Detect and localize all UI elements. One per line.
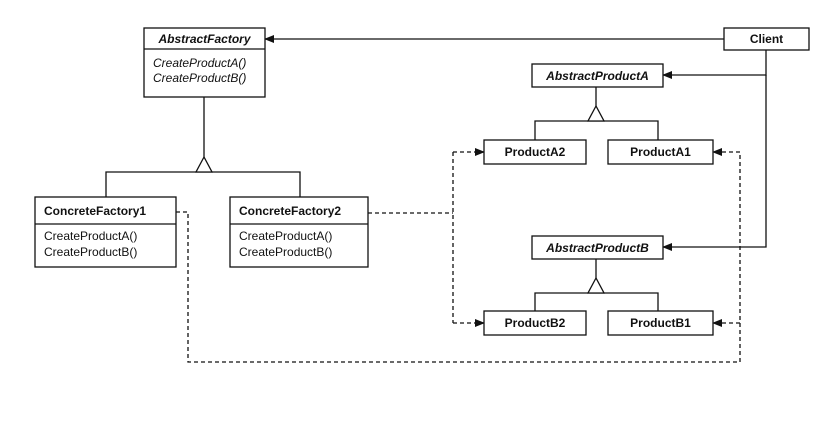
class-concretefactory2: ConcreteFactory2 CreateProductA() Create… bbox=[229, 196, 369, 268]
edge-concretefactories-inheritance-bar bbox=[105, 171, 301, 197]
abstractproducta-name: AbstractProductA bbox=[545, 69, 649, 83]
class-abstractproducta: AbstractProductA bbox=[531, 63, 664, 88]
abstractproductb-name: AbstractProductB bbox=[545, 241, 649, 255]
edge-client-abstractproductb bbox=[662, 75, 767, 251]
abstractfactory-name: AbstractFactory bbox=[157, 32, 251, 46]
class-abstractfactory: AbstractFactory CreateProductA() CreateP… bbox=[143, 27, 266, 98]
concretefactory2-op-createproductb: CreateProductB() bbox=[239, 245, 332, 259]
class-client: Client bbox=[723, 27, 810, 51]
producta1-name: ProductA1 bbox=[630, 145, 691, 159]
productb2-name: ProductB2 bbox=[505, 316, 566, 330]
inheritance-triangle-producta bbox=[586, 104, 606, 122]
client-name: Client bbox=[750, 32, 783, 46]
class-producta2: ProductA2 bbox=[483, 139, 587, 165]
concretefactory1-name: ConcreteFactory1 bbox=[44, 204, 146, 218]
abstractfactory-op-createproductb: CreateProductB() bbox=[153, 71, 246, 85]
inheritance-triangle-factory bbox=[194, 155, 214, 173]
edge-client-abstractproducta bbox=[662, 50, 767, 79]
class-abstractproductb: AbstractProductB bbox=[531, 235, 664, 260]
class-producta1: ProductA1 bbox=[607, 139, 714, 165]
edge-concretefactory1-instantiates bbox=[176, 152, 741, 363]
productb1-name: ProductB1 bbox=[630, 316, 691, 330]
abstractfactory-op-createproducta: CreateProductA() bbox=[153, 56, 246, 70]
class-productb1: ProductB1 bbox=[607, 310, 714, 336]
edge-productb-inheritance-bar bbox=[534, 292, 659, 311]
concretefactory2-op-createproducta: CreateProductA() bbox=[239, 229, 332, 243]
class-concretefactory1: ConcreteFactory1 CreateProductA() Create… bbox=[34, 196, 177, 268]
producta2-name: ProductA2 bbox=[505, 145, 566, 159]
concretefactory2-name: ConcreteFactory2 bbox=[239, 204, 341, 218]
concretefactory1-op-createproductb: CreateProductB() bbox=[44, 245, 137, 259]
concretefactory1-op-createproducta: CreateProductA() bbox=[44, 229, 137, 243]
class-productb2: ProductB2 bbox=[483, 310, 587, 336]
edge-producta-inheritance-bar bbox=[534, 120, 659, 140]
inheritance-triangle-productb bbox=[586, 276, 606, 294]
